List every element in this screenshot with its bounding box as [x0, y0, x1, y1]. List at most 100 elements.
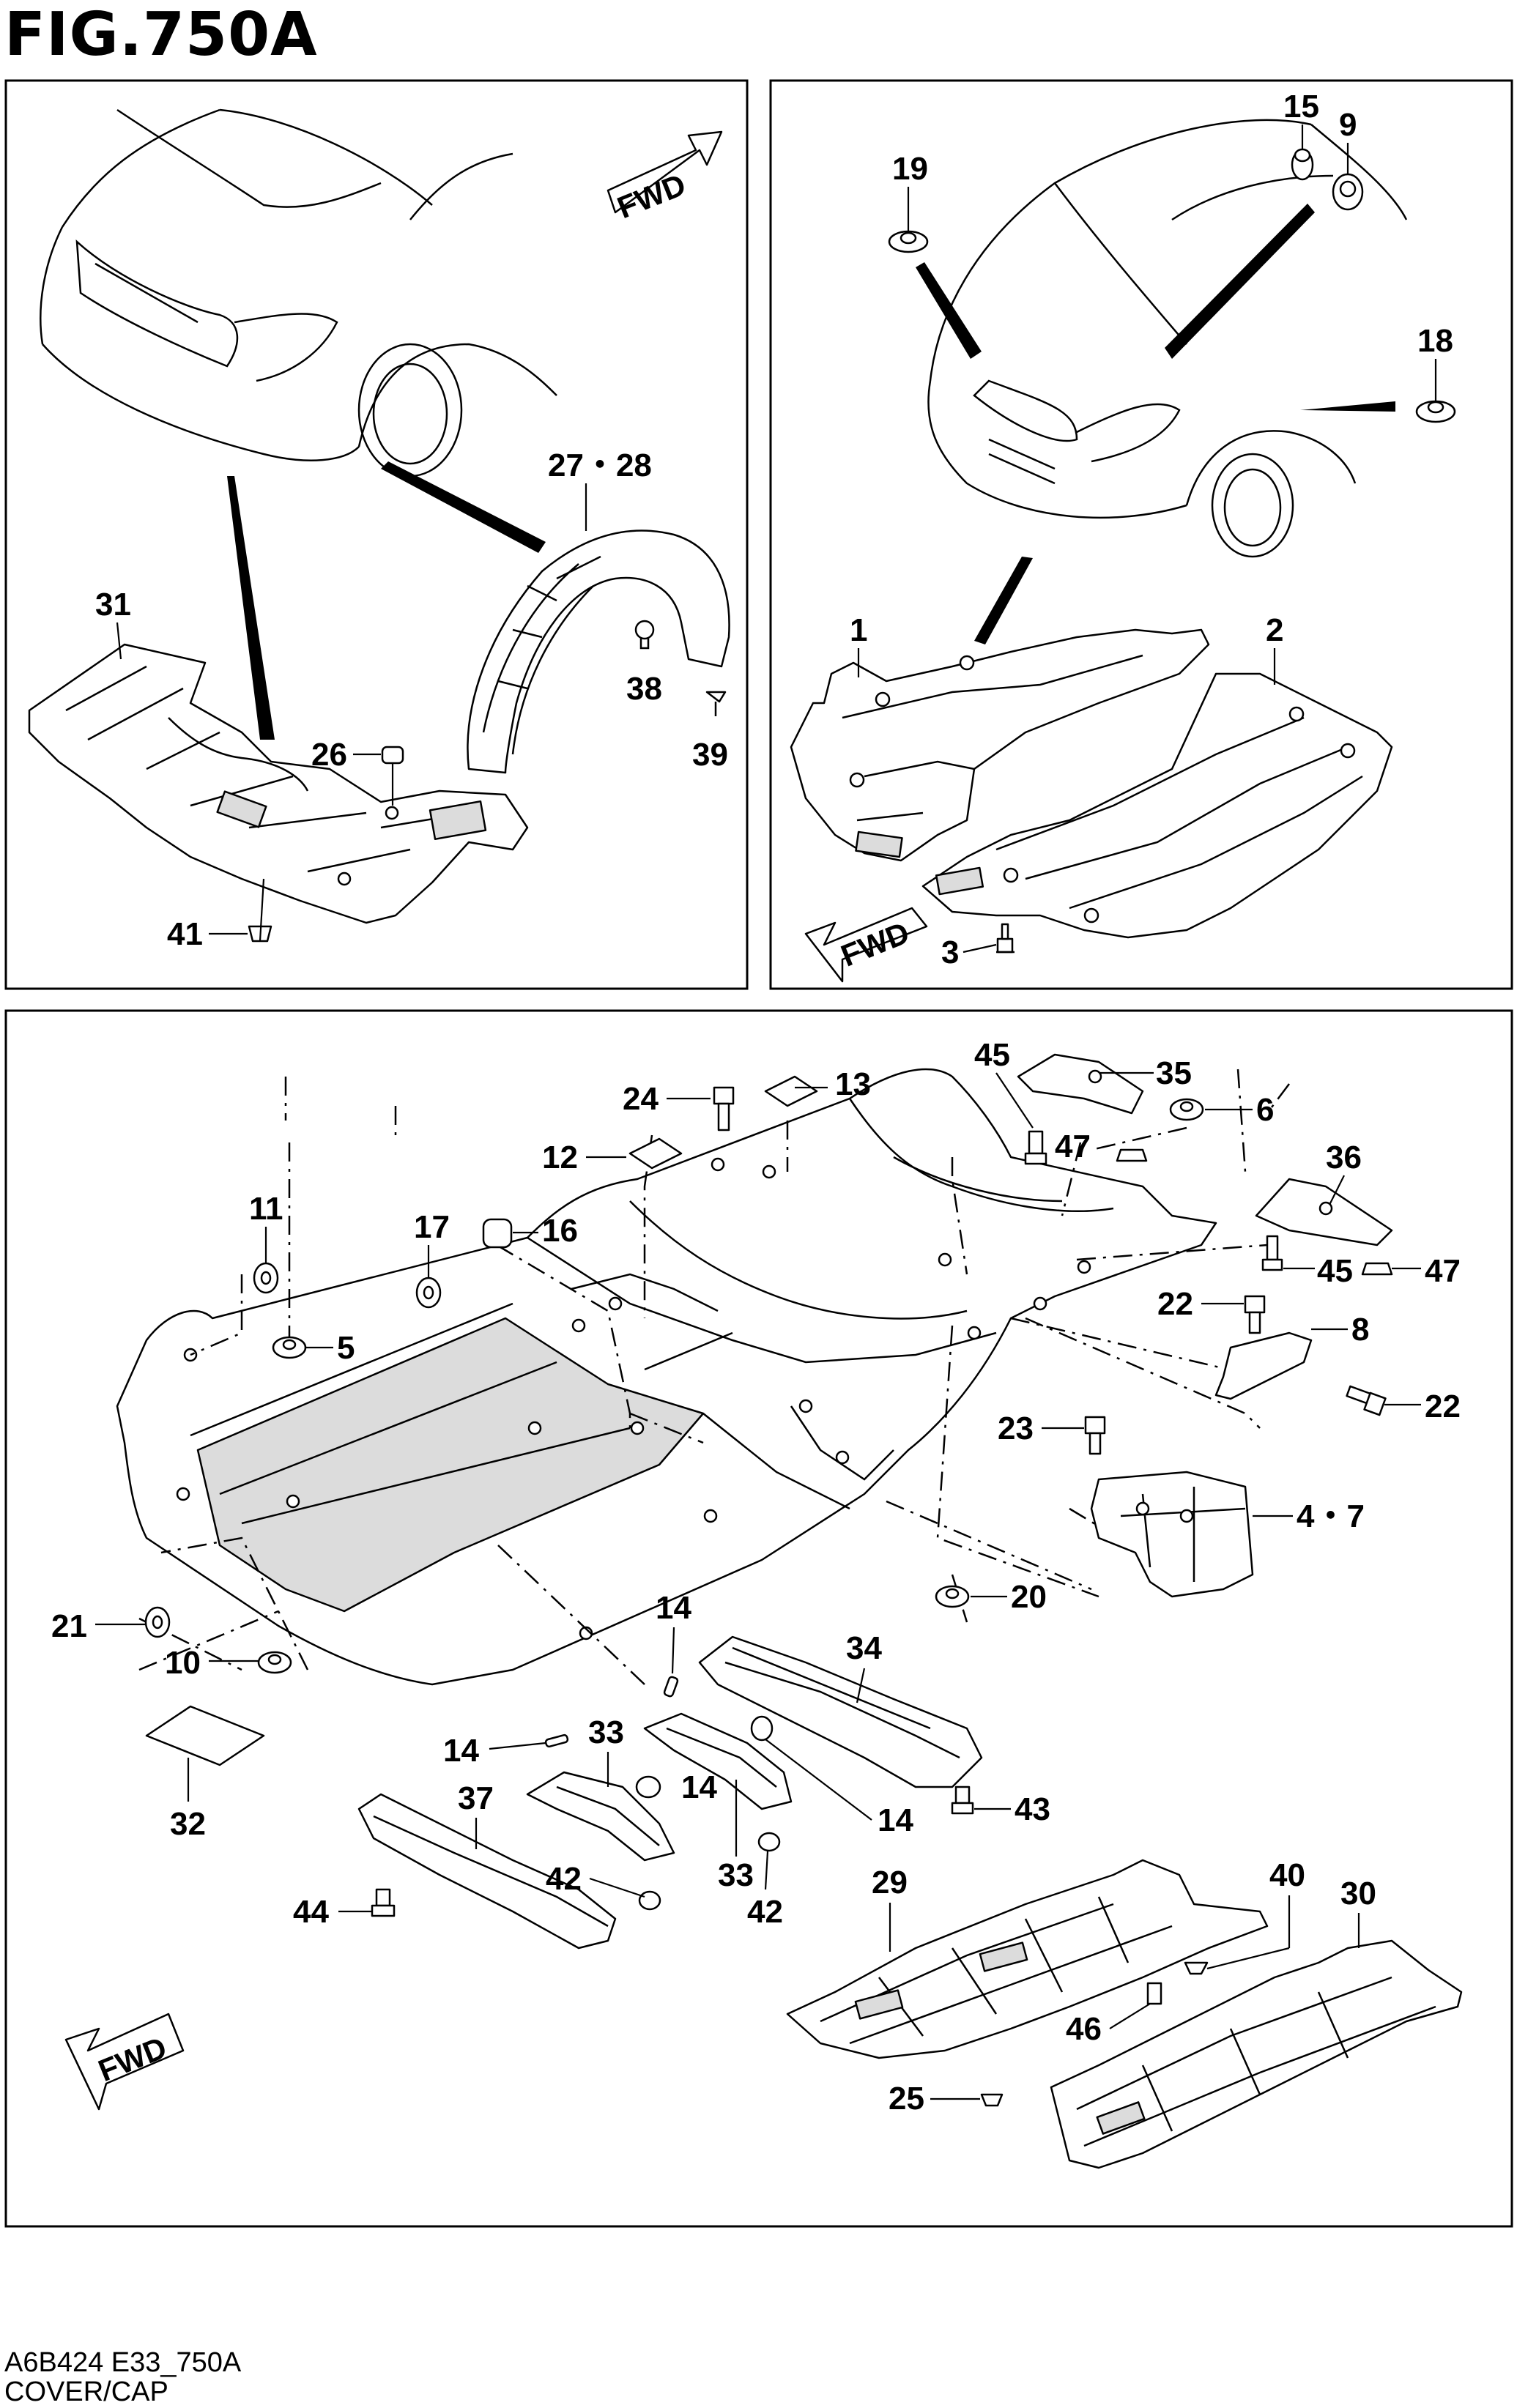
callout-27-28: 27・28: [548, 447, 652, 483]
part-29-floor-cover: [786, 1859, 1269, 2059]
part-38-clip: [634, 620, 655, 650]
callout-8: 8: [1351, 1312, 1369, 1348]
callout-6: 6: [1256, 1092, 1274, 1128]
diagram-caption: COVER/CAP: [4, 2377, 168, 2407]
part-37-reinforcement: [357, 1793, 617, 1950]
pointer-wedge: [916, 262, 982, 359]
pointer-wedge: [974, 557, 1033, 644]
part-39-rivet: [705, 691, 727, 716]
callout-40: 40: [1269, 1857, 1305, 1893]
part-24-bolt: [713, 1086, 735, 1131]
callout-10: 10: [165, 1645, 201, 1681]
callout-30: 30: [1340, 1876, 1376, 1911]
fwd-arrow-top-left: FWD: [607, 130, 723, 225]
part-34-reinforcement: [698, 1635, 983, 1788]
callout-31: 31: [95, 587, 131, 623]
part-26-nut: [381, 746, 404, 806]
callout-13: 13: [835, 1066, 871, 1102]
callout-41: 41: [167, 916, 203, 952]
part-46-clip: [1146, 1982, 1162, 2005]
callout-3: 3: [941, 934, 959, 970]
figure-title: FIG.750A: [4, 0, 318, 70]
part-15-grommet: [1291, 148, 1314, 181]
part-10-clip: [257, 1651, 292, 1674]
callout-45a: 45: [974, 1037, 1010, 1073]
callout-12: 12: [542, 1140, 578, 1175]
callout-11: 11: [249, 1191, 283, 1227]
pointer-wedge: [1300, 401, 1395, 412]
callout-14b: 14: [443, 1733, 479, 1769]
callout-47a: 47: [1055, 1129, 1091, 1164]
part-14-plug-b: [544, 1733, 569, 1748]
underbody-cover-assembly: [116, 1068, 1217, 1686]
vehicle-outline-left: [40, 108, 557, 477]
callout-14c: 14: [681, 1769, 717, 1805]
part-47b-nut: [1361, 1262, 1393, 1276]
callout-38: 38: [626, 671, 662, 707]
part-20-clip: [935, 1585, 970, 1608]
part-3-bolt: [996, 923, 1015, 954]
part-18-clip: [1415, 400, 1456, 423]
callout-26: 26: [311, 737, 347, 773]
callout-24: 24: [623, 1081, 659, 1117]
part-23-bolt: [1084, 1416, 1106, 1455]
callout-18: 18: [1417, 323, 1453, 359]
callout-4-7: 4・7: [1297, 1498, 1365, 1534]
panel-frame-top-left: [4, 79, 749, 990]
callout-2: 2: [1266, 612, 1283, 648]
pointer-wedge: [381, 461, 546, 553]
fwd-arrow-bottom: FWD: [64, 2013, 185, 2111]
callout-25: 25: [889, 2081, 924, 2117]
part-40-rivet: [1184, 1961, 1209, 1975]
part-36-bracket: [1255, 1178, 1393, 1246]
part-42-nut: [638, 1832, 781, 1911]
part-43-bolt: [951, 1785, 974, 1815]
callout-19: 19: [892, 151, 928, 187]
callout-43: 43: [1015, 1791, 1050, 1827]
part-45-bolt: [1024, 1130, 1047, 1165]
part-31-engine-under-cover: [28, 643, 529, 924]
callout-9: 9: [1339, 107, 1357, 143]
callout-33b: 33: [718, 1857, 754, 1893]
callout-33a: 33: [588, 1714, 624, 1750]
part-9-nut: [1332, 173, 1364, 211]
part-47-nut: [1116, 1148, 1148, 1162]
callout-22a: 22: [1157, 1286, 1193, 1322]
pointer-wedge: [227, 476, 275, 740]
pointer-wedge: [1165, 204, 1315, 359]
callout-35: 35: [1156, 1055, 1192, 1091]
part-22b-bolt: [1346, 1385, 1387, 1416]
callout-46: 46: [1066, 2011, 1102, 2047]
panel-frame-bottom: [4, 1009, 1513, 2228]
callout-36: 36: [1326, 1140, 1362, 1175]
part-32-label: [145, 1705, 265, 1766]
part-4-7-bracket: [1090, 1471, 1254, 1598]
part-41-clip: [248, 878, 272, 943]
callout-44: 44: [293, 1894, 329, 1930]
callout-21: 21: [51, 1608, 87, 1644]
part-45b-bolt: [1261, 1235, 1283, 1271]
part-5-clip: [272, 1336, 307, 1359]
part-21-clip: [144, 1606, 171, 1638]
part-17-clip: [415, 1277, 442, 1309]
callout-34: 34: [846, 1630, 882, 1666]
part-13-label: [764, 1075, 818, 1107]
callout-37: 37: [458, 1780, 494, 1816]
fwd-arrow-top-right: FWD: [804, 907, 928, 983]
callout-17: 17: [414, 1209, 450, 1245]
callout-39: 39: [692, 737, 728, 773]
callout-45b: 45: [1317, 1253, 1353, 1289]
part-14-grommet: [635, 1715, 774, 1799]
part-8-bracket: [1214, 1331, 1313, 1400]
callout-14a: 14: [656, 1590, 691, 1626]
part-25-clip: [980, 2093, 1004, 2107]
part-33-reinforcement-a: [643, 1712, 793, 1810]
callout-32: 32: [170, 1806, 206, 1842]
callout-14d: 14: [878, 1802, 913, 1838]
callout-15: 15: [1283, 89, 1319, 125]
part-44-bolt: [371, 1888, 396, 1917]
callout-23: 23: [998, 1411, 1034, 1446]
part-2-under-cover: [921, 672, 1393, 939]
callout-47b: 47: [1425, 1253, 1461, 1289]
